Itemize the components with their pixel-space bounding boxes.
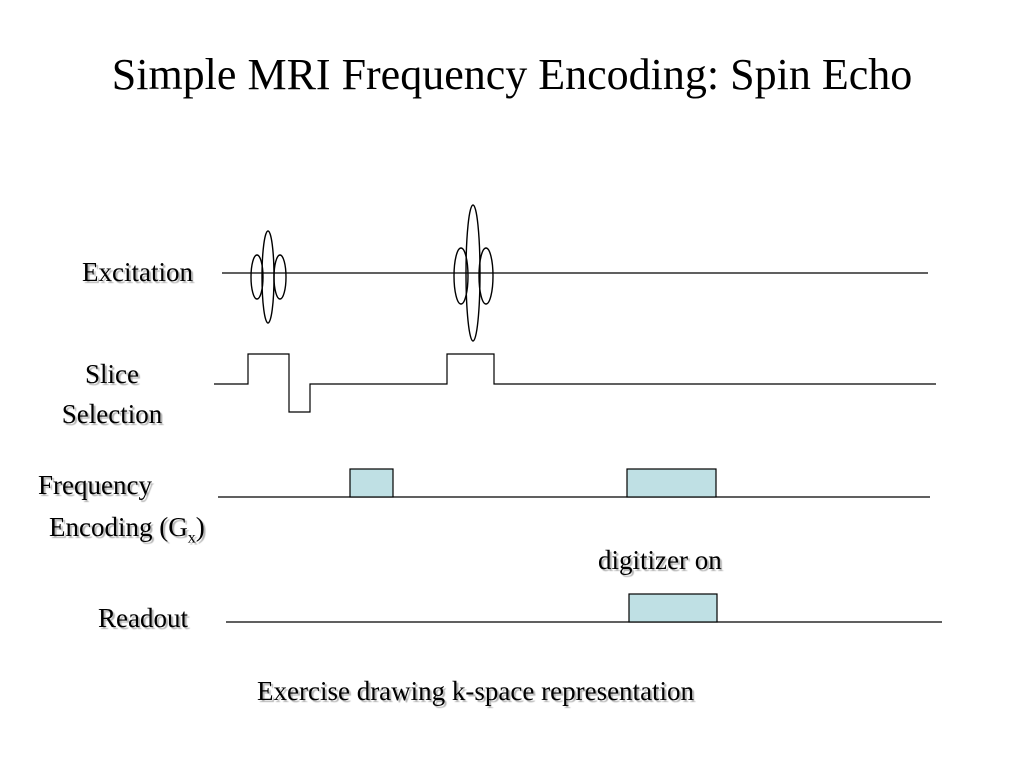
readout-label: Readout	[98, 603, 188, 633]
readout-gradient-lobe	[626, 468, 717, 498]
frequency-label-line2: Encoding (Gx)	[38, 506, 205, 548]
frequency-label-subscript: x	[187, 529, 196, 547]
rf-pulse-180-icon	[453, 204, 494, 342]
slice-selection-label: Slice Selection	[42, 354, 182, 434]
dephase-gradient-lobe	[349, 468, 394, 498]
slice-label-line2: Selection	[61, 399, 163, 429]
excitation-label: Excitation	[82, 257, 193, 287]
rf-pulse-90-icon	[250, 230, 287, 324]
frequency-label-close: )	[195, 512, 205, 542]
slide-title: Simple MRI Frequency Encoding: Spin Echo	[111, 50, 913, 99]
frequency-label-line1: Frequency	[38, 470, 152, 500]
digitizer-on-label: digitizer on	[598, 545, 722, 575]
frequency-label-text: Encoding (G	[49, 512, 188, 542]
frequency-encoding-label: Frequency Encoding (Gx)	[38, 464, 205, 548]
slice-label-line1: Slice	[85, 359, 139, 389]
digitizer-window	[628, 593, 718, 623]
slice-selection-waveform	[214, 353, 936, 413]
exercise-caption: Exercise drawing k-space representation	[257, 676, 695, 706]
